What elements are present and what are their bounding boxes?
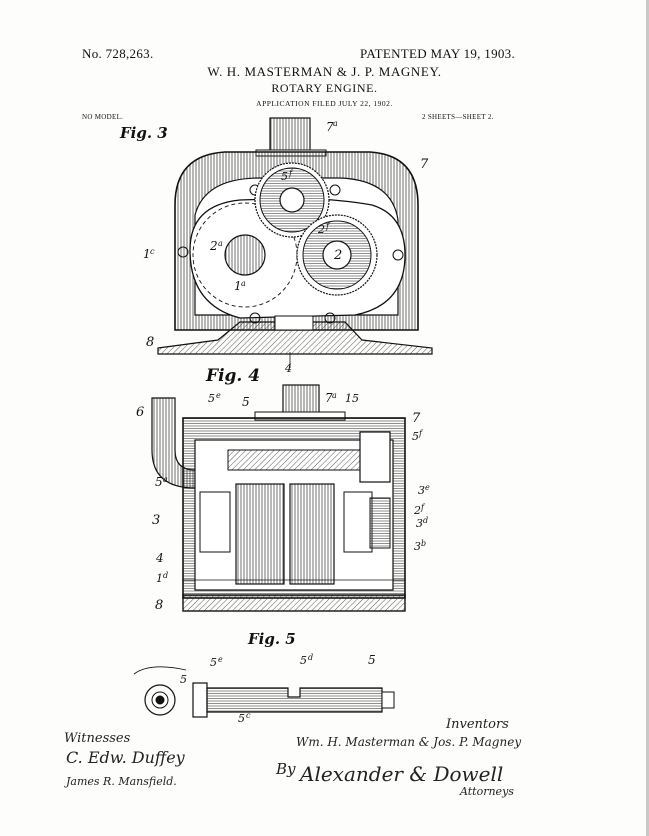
svg-text:f: f — [288, 169, 294, 178]
svg-text:d: d — [163, 571, 168, 580]
svg-text:2: 2 — [413, 504, 421, 517]
svg-text:15: 15 — [345, 392, 359, 405]
svg-text:1: 1 — [143, 247, 151, 261]
svg-text:4: 4 — [284, 362, 292, 375]
svg-text:d: d — [308, 653, 313, 662]
attorneys-signature: Alexander & Dowell — [300, 762, 504, 786]
svg-text:5: 5 — [210, 656, 217, 669]
patent-date: PATENTED MAY 19, 1903. — [360, 46, 516, 61]
svg-text:7: 7 — [420, 157, 429, 172]
application-date: APPLICATION FILED JULY 22, 1902. — [256, 99, 393, 108]
witnesses-label: Witnesses — [64, 731, 131, 746]
svg-text:a: a — [332, 391, 337, 400]
figure-4-drawing — [151, 384, 406, 612]
svg-text:d: d — [423, 516, 428, 525]
svg-text:a: a — [333, 119, 338, 128]
svg-text:4: 4 — [155, 551, 164, 565]
witness-signature-2: James R. Mansfield. — [66, 775, 177, 788]
svg-text:5: 5 — [368, 653, 376, 667]
svg-text:2: 2 — [333, 248, 342, 263]
invention-title: ROTARY ENGINE. — [271, 81, 378, 95]
svg-text:5: 5 — [300, 654, 307, 667]
fig4-label: Fig. 4 — [206, 366, 261, 386]
svg-text:f: f — [325, 222, 331, 231]
svg-text:f: f — [418, 429, 424, 438]
fig3-label: Fig. 3 — [120, 124, 168, 142]
svg-text:8: 8 — [146, 335, 154, 350]
inventor-signatures: Wm. H. Masterman & Jos. P. Magney — [296, 735, 522, 749]
figure-5-drawing — [133, 666, 395, 718]
svg-text:a: a — [241, 279, 246, 288]
svg-text:6: 6 — [136, 405, 144, 420]
by-label: By — [276, 760, 296, 778]
svg-text:3: 3 — [418, 484, 425, 497]
svg-text:e: e — [216, 391, 221, 400]
svg-text:2: 2 — [317, 223, 325, 236]
page-edge — [646, 0, 649, 836]
svg-text:7: 7 — [325, 391, 333, 405]
inventors-label: Inventors — [446, 717, 509, 732]
svg-text:5: 5 — [208, 392, 215, 405]
figure-3-drawing — [157, 117, 433, 368]
svg-text:a: a — [163, 475, 168, 484]
sheet-count: 2 SHEETS—SHEET 2. — [422, 113, 494, 121]
svg-text:f: f — [420, 503, 426, 512]
patent-number: No. 728,263. — [82, 46, 154, 61]
svg-text:5: 5 — [281, 170, 288, 183]
svg-text:3: 3 — [414, 540, 421, 553]
model-note: NO MODEL. — [82, 113, 124, 121]
witness-signature-1: C. Edw. Duffey — [66, 748, 185, 767]
svg-text:5: 5 — [155, 475, 163, 489]
svg-text:5: 5 — [180, 673, 187, 686]
svg-text:2: 2 — [209, 239, 218, 253]
inventors-heading: W. H. MASTERMAN & J. P. MAGNEY. — [207, 64, 442, 79]
svg-text:e: e — [218, 655, 223, 664]
svg-text:7: 7 — [412, 411, 421, 426]
svg-text:b: b — [421, 539, 426, 548]
fig5-label: Fig. 5 — [248, 630, 296, 648]
svg-text:5: 5 — [242, 395, 250, 409]
attorneys-label: Attorneys — [460, 785, 514, 798]
svg-text:3: 3 — [152, 513, 160, 528]
svg-text:7: 7 — [326, 120, 334, 134]
svg-text:c: c — [246, 711, 251, 720]
svg-text:8: 8 — [155, 598, 163, 613]
svg-text:1: 1 — [234, 279, 242, 293]
svg-text:c: c — [150, 247, 155, 256]
svg-text:5: 5 — [412, 430, 419, 443]
svg-text:3: 3 — [416, 517, 423, 530]
svg-text:5: 5 — [238, 712, 245, 725]
svg-text:a: a — [218, 239, 223, 248]
svg-text:1: 1 — [156, 572, 163, 585]
svg-text:e: e — [425, 483, 430, 492]
